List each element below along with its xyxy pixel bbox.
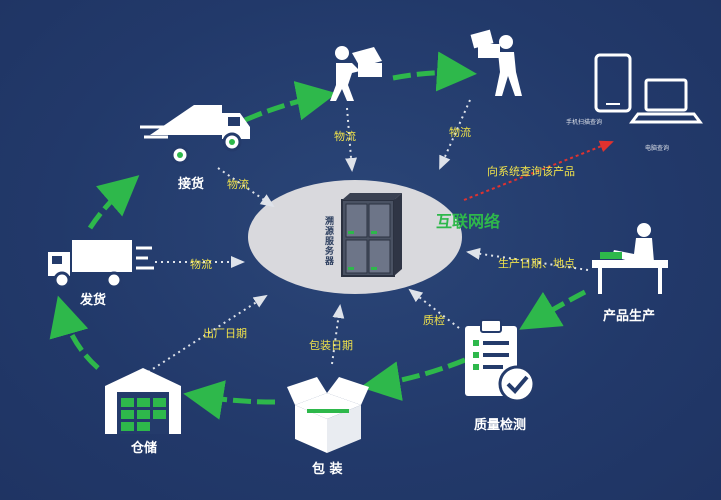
node-production-label: 产品生产 bbox=[603, 309, 656, 324]
worker-at-table-icon bbox=[592, 223, 668, 294]
node-ship-label: 发货 bbox=[80, 293, 107, 308]
node-quality-label: 质量检测 bbox=[474, 418, 527, 433]
node-pickup-label: 接货 bbox=[178, 177, 205, 192]
server-label: 溯源服务器 bbox=[323, 216, 333, 266]
edge-label-production-info: 生产日期、地点 bbox=[498, 257, 575, 270]
open-box-icon bbox=[287, 377, 369, 453]
dotted-quality-to-center bbox=[408, 288, 460, 329]
dotted-carrier2-to-center bbox=[439, 99, 471, 170]
dotted-package-to-center bbox=[331, 304, 345, 365]
edge-label-pack-date: 包装日期 bbox=[309, 339, 353, 352]
edge-label-logistics: 物流 bbox=[227, 178, 249, 191]
arrow-package-to-warehouse bbox=[183, 380, 276, 420]
dotted-pickup-to-center bbox=[217, 167, 275, 208]
edge-label-query: 向系统查询该产品 bbox=[487, 165, 575, 178]
warehouse-icon bbox=[105, 368, 181, 434]
dotted-production-to-center bbox=[466, 247, 589, 271]
clipboard-check-icon bbox=[465, 319, 536, 403]
edge-label-quality-check: 质检 bbox=[423, 314, 445, 327]
computer-label: 电脑查询 bbox=[645, 145, 670, 152]
truck-icon bbox=[48, 240, 154, 289]
server-cabinet-icon bbox=[341, 193, 402, 277]
node-package-label: 包 装 bbox=[312, 462, 343, 477]
dotted-arrows bbox=[147, 99, 589, 373]
edge-label-factory-date: 出厂日期 bbox=[203, 327, 247, 340]
arrow-carrier1-to-carrier2 bbox=[392, 51, 477, 92]
query-arrow bbox=[463, 140, 614, 201]
laptop-icon bbox=[629, 78, 703, 124]
truck-icon bbox=[140, 105, 250, 165]
network-label: 互联网络 bbox=[436, 212, 501, 231]
cycle-arrows bbox=[49, 51, 587, 420]
person-carrying-box-icon bbox=[470, 29, 522, 96]
edge-label-logistics: 物流 bbox=[190, 258, 212, 271]
arrow-pickup-to-carrier1 bbox=[244, 80, 337, 123]
dotted-carrier1-to-center bbox=[345, 107, 358, 172]
smartphone-icon bbox=[594, 53, 632, 113]
arrow-quality-to-package bbox=[360, 357, 466, 401]
arrow-ship-to-pickup bbox=[87, 175, 140, 230]
node-warehouse-label: 仓储 bbox=[131, 441, 158, 456]
edge-label-logistics: 物流 bbox=[334, 130, 356, 143]
arrow-production-to-quality bbox=[519, 289, 587, 330]
person-carrying-box-icon bbox=[330, 46, 382, 101]
phone-label: 手机扫描查询 bbox=[566, 119, 603, 126]
arrow-warehouse-to-ship bbox=[49, 295, 100, 370]
edge-label-logistics: 物流 bbox=[449, 126, 471, 139]
